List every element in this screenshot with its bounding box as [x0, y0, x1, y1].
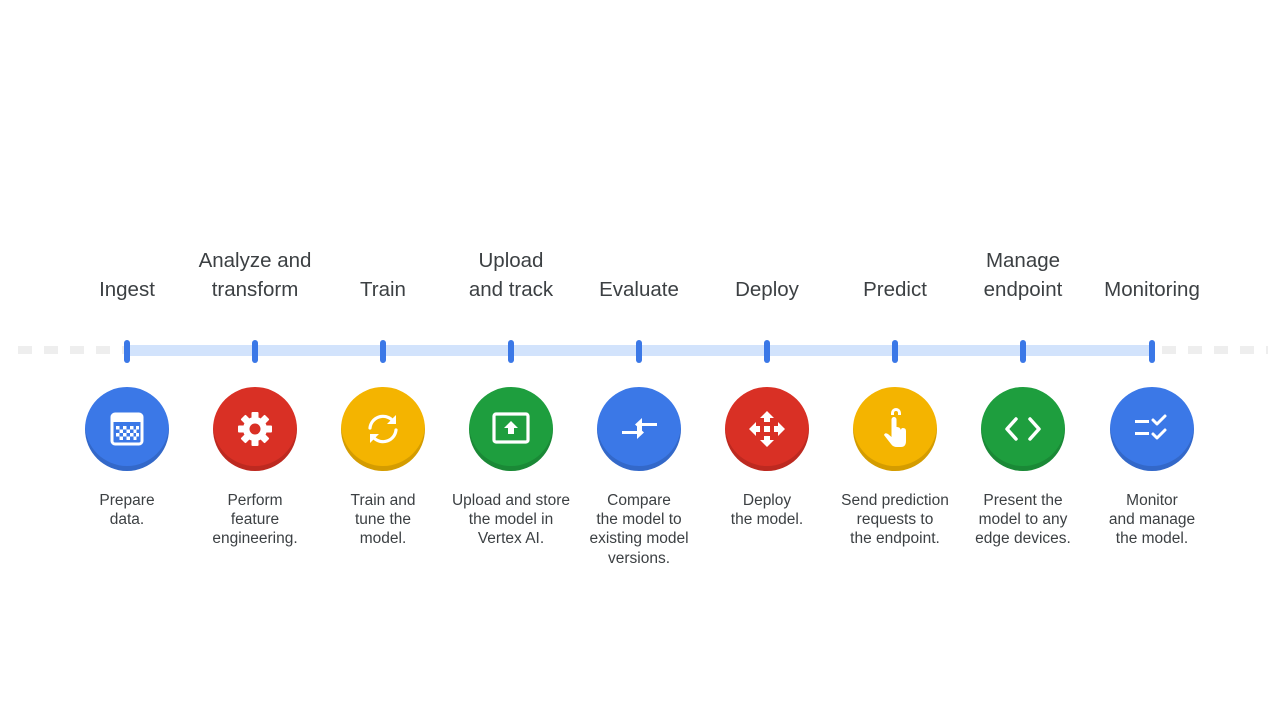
gear-icon: [233, 407, 277, 451]
compare-arrows-icon: [617, 407, 661, 451]
step-icon-circle: [213, 387, 297, 471]
table-grid-icon: [105, 407, 149, 451]
step-icon-circle: [725, 387, 809, 471]
timeline-tick: [1149, 340, 1155, 363]
step-description: Present the model to any edge devices.: [975, 492, 1071, 548]
step-title: Upload and track: [468, 249, 554, 301]
timeline-tick: [252, 340, 258, 363]
upload-screen-icon: [489, 407, 533, 451]
step-description: Send prediction requests to the endpoint…: [841, 492, 949, 548]
step-icon-circle: [597, 387, 681, 471]
step-icon-circle: [981, 387, 1065, 471]
step-7: Manage endpoint Present the model to any…: [958, 0, 1088, 720]
timeline-tick: [892, 340, 898, 363]
step-title: Ingest: [99, 278, 155, 301]
step-description: Deploy the model.: [730, 492, 804, 529]
step-2: Train Train and tune the model.: [318, 0, 448, 720]
step-description: Perform feature engineering.: [212, 492, 298, 548]
timeline-tick: [1020, 340, 1026, 363]
step-0: Ingest Prepare data.: [62, 0, 192, 720]
step-icon-circle: [341, 387, 425, 471]
step-title: Manage endpoint: [983, 249, 1063, 301]
checklist-icon: [1130, 407, 1174, 451]
step-icon-circle: [853, 387, 937, 471]
step-6: Predict Send prediction requests to the …: [830, 0, 960, 720]
step-icon-circle: [469, 387, 553, 471]
sync-arrows-icon: [361, 407, 405, 451]
code-brackets-icon: [1001, 407, 1045, 451]
step-description: Train and tune the model.: [350, 492, 416, 548]
timeline-tick: [636, 340, 642, 363]
timeline-tick: [508, 340, 514, 363]
step-description: Compare the model to existing model vers…: [589, 492, 689, 567]
step-description: Upload and store the model in Vertex AI.: [451, 492, 571, 548]
step-description: Monitor and manage the model.: [1108, 492, 1196, 548]
deploy-arrows-icon: [745, 407, 789, 451]
step-title: Predict: [863, 278, 927, 301]
touch-hand-icon: [873, 407, 917, 451]
timeline-tick: [124, 340, 130, 363]
step-title: Deploy: [735, 278, 799, 301]
step-title: Analyze and transform: [198, 249, 312, 301]
step-icon-circle: [85, 387, 169, 471]
step-title: Monitoring: [1104, 278, 1200, 301]
step-5: Deploy Deploy the model.: [702, 0, 832, 720]
step-title: Evaluate: [599, 278, 679, 301]
step-title: Train: [360, 278, 406, 301]
step-4: Evaluate Compare the model to existing m…: [574, 0, 704, 720]
timeline-tick: [380, 340, 386, 363]
step-description: Prepare data.: [99, 492, 155, 529]
step-icon-circle: [1110, 387, 1194, 471]
step-1: Analyze and transform Perform feature en…: [190, 0, 320, 720]
timeline-tick: [764, 340, 770, 363]
step-8: Monitoring Monitor and manage the model.: [1087, 0, 1217, 720]
step-3: Upload and track Upload and store the mo…: [446, 0, 576, 720]
